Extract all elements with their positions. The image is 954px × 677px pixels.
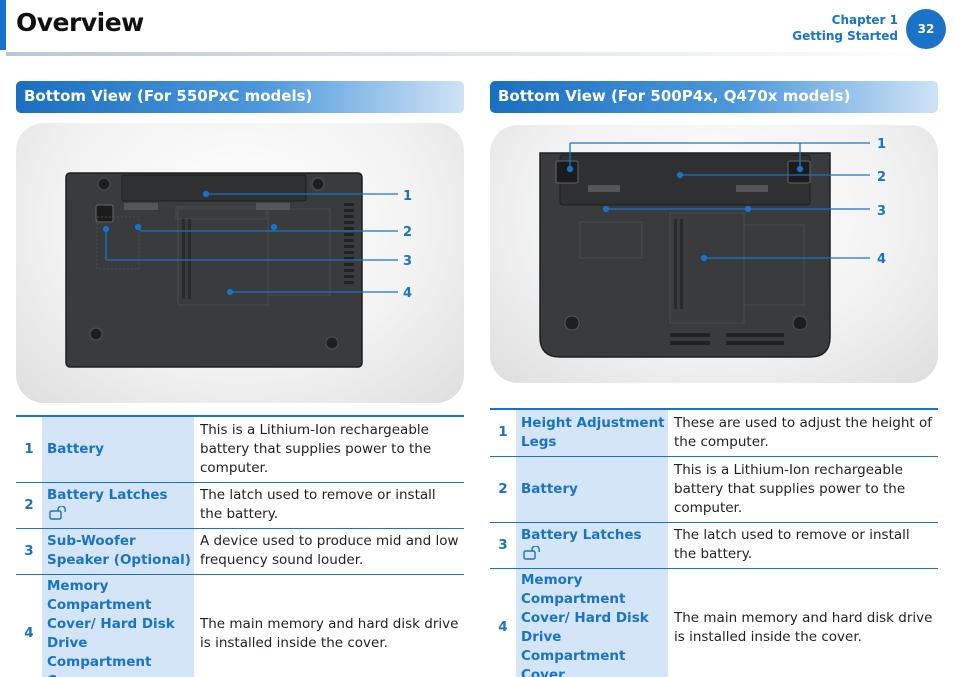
chapter-number: Chapter 1 [831,13,898,27]
left-callout-3: 3 [403,254,412,269]
chapter-section: Getting Started [792,29,898,43]
row-number: 3 [24,542,34,559]
part-name: Battery Latches [521,527,642,543]
part-description: The latch used to remove or install the … [200,487,436,522]
part-description: The main memory and hard disk drive is i… [200,615,459,651]
table-row: 3 Battery Latches The latch used to remo… [490,522,938,568]
part-name: Battery Latches [47,487,168,503]
part-name: Memory Compartment Cover/ Hard Disk Driv… [42,574,194,677]
part-description: The latch used to remove or install the … [674,527,910,562]
left-callout-2: 2 [403,225,412,240]
part-description: These are used to adjust the height of t… [674,414,933,450]
part-description: This is a Lithium-Ion rechargeable batte… [200,421,432,476]
table-row: 1 Battery This is a Lithium-Ion recharge… [16,416,464,482]
row-number: 2 [498,480,508,497]
left-parts-table: 1 Battery This is a Lithium-Ion recharge… [16,415,464,677]
left-section-heading: Bottom View (For 550PxC models) [16,81,464,113]
part-description: This is a Lithium-Ion rechargeable batte… [674,461,906,516]
table-row: 2 Battery Latches The latch used to remo… [16,482,464,528]
part-name: Battery [42,416,194,482]
part-description: The main memory and hard disk drive is i… [674,609,933,645]
right-bottom-view-panel: 1 2 3 4 [490,125,938,383]
row-number: 1 [24,440,34,457]
right-section-heading: Bottom View (For 500P4x, Q470x models) [490,81,938,113]
part-name: Battery [516,456,668,522]
page-title: Overview [16,8,144,37]
table-row: 4 Memory Compartment Cover/ Hard Disk Dr… [490,568,938,677]
right-callout-2: 2 [877,170,886,185]
row-number: 4 [24,625,34,641]
table-row: 2 Battery This is a Lithium-Ion recharge… [490,456,938,522]
row-number: 3 [498,536,508,553]
part-name: Height Adjustment Legs [516,409,668,456]
table-row: 1 Height Adjustment Legs These are used … [490,409,938,456]
left-callout-1: 1 [403,189,412,204]
row-number: 4 [498,619,508,635]
right-callout-1: 1 [877,137,886,152]
right-parts-table: 1 Height Adjustment Legs These are used … [490,408,938,677]
page-number-badge: 32 [906,9,946,49]
table-row: 4 Memory Compartment Cover/ Hard Disk Dr… [16,574,464,677]
right-callout-4: 4 [877,252,886,267]
part-name: Memory Compartment Cover/ Hard Disk Driv… [516,568,668,677]
row-number: 1 [498,424,508,441]
table-row: 3 Sub-Woofer Speaker (Optional) A device… [16,528,464,574]
left-bottom-view-panel: 1 2 3 4 [16,123,464,403]
laptop-550pxc-bottom-illustration: 1 2 3 4 [65,172,412,368]
part-name-cell: Battery Latches [42,482,194,528]
part-description: A device used to produce mid and low fre… [200,533,459,568]
part-name-cell: Battery Latches [516,522,668,568]
laptop-500p4x-bottom-illustration: 1 2 3 4 [539,137,886,358]
header-divider [6,52,936,56]
right-callout-3: 3 [877,204,886,219]
row-number: 2 [24,496,34,513]
part-name: Sub-Woofer Speaker (Optional) [42,528,194,574]
chapter-label: Chapter 1 Getting Started [792,12,898,44]
unlock-icon [49,505,71,520]
header-accent-bar [0,0,6,50]
left-callout-4: 4 [403,286,412,301]
unlock-icon [523,545,545,560]
